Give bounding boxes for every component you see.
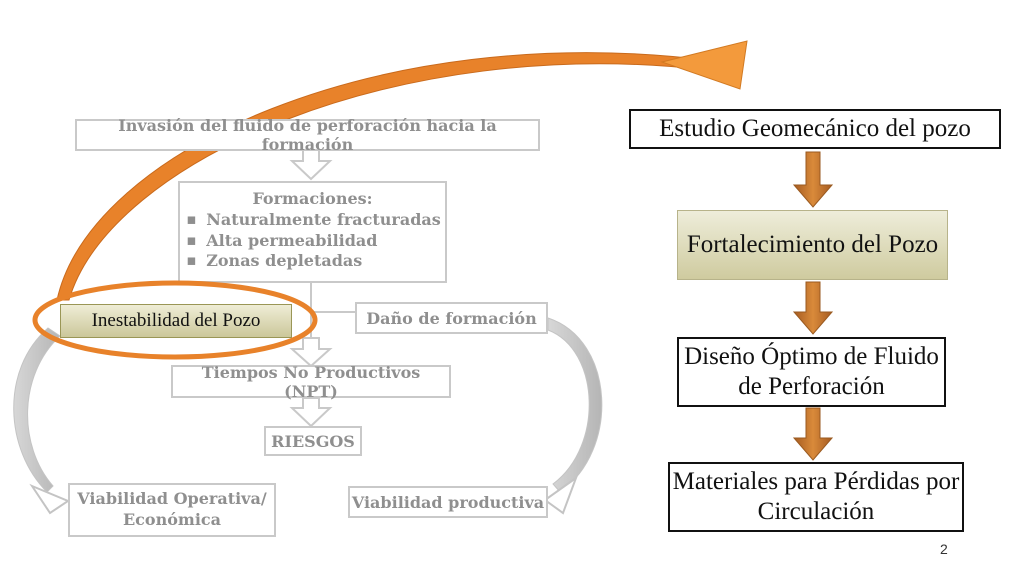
formations-item: Zonas depletadas <box>184 251 441 272</box>
instability-label: Inestabilidad del Pozo <box>91 310 261 331</box>
step-strengthening-box: Fortalecimiento del Pozo <box>677 210 948 280</box>
risks-box: RIESGOS <box>264 426 362 456</box>
formations-title: Formaciones: <box>252 189 373 208</box>
page-number: 2 <box>940 541 948 557</box>
prod-viability-box: Viabilidad productiva <box>348 486 548 518</box>
brown-down-arrow-2 <box>792 281 834 335</box>
step-strengthening-label: Fortalecimiento del Pozo <box>686 230 939 258</box>
invasion-box: Invasión del fluido de perforación hacia… <box>75 116 540 154</box>
op-viability-box: Viabilidad Operativa/ Económica <box>68 483 276 537</box>
formations-item: Alta permeabilidad <box>184 231 441 252</box>
step-materials-box: Materiales para Pérdidas por Circulación <box>668 462 964 532</box>
invasion-label: Invasión del fluido de perforación hacia… <box>118 116 497 154</box>
formations-box: Formaciones: Naturalmente fracturadas Al… <box>178 181 447 283</box>
op-viability-label: Viabilidad Operativa/ Económica <box>77 489 267 529</box>
risks-label: RIESGOS <box>271 431 355 451</box>
down-arrow-3 <box>289 397 333 428</box>
formations-item: Naturalmente fracturadas <box>184 210 441 231</box>
instability-box: Inestabilidad del Pozo <box>60 304 292 338</box>
right-gray-arrowhead <box>543 475 579 515</box>
npt-label: Tiempos No Productivos (NPT) <box>201 362 421 401</box>
left-gray-curved-arrow <box>13 327 61 493</box>
highlight-ellipse <box>32 280 318 360</box>
down-arrow-2 <box>289 337 333 368</box>
right-gray-curved-arrow <box>547 317 603 493</box>
step-geomechanical-label: Estudio Geomecánico del pozo <box>659 114 971 142</box>
damage-label: Daño de formación <box>366 308 537 328</box>
step-materials-label: Materiales para Pérdidas por Circulación <box>672 467 960 526</box>
step-geomechanical-box: Estudio Geomecánico del pozo <box>629 109 1001 149</box>
npt-box: Tiempos No Productivos (NPT) <box>171 362 451 401</box>
prod-viability-label: Viabilidad productiva <box>351 492 545 512</box>
damage-box: Daño de formación <box>355 302 548 334</box>
brown-down-arrow-1 <box>792 151 834 208</box>
brown-down-arrow-3 <box>792 407 834 461</box>
formations-list: Naturalmente fracturadas Alta permeabili… <box>184 210 441 272</box>
left-gray-arrowhead <box>29 483 71 515</box>
step-fluid-design-label: Diseño Óptimo de Fluido de Perforación <box>684 342 939 401</box>
step-fluid-design-box: Diseño Óptimo de Fluido de Perforación <box>677 337 946 407</box>
orange-arrowhead <box>660 40 748 90</box>
down-arrow-1 <box>289 149 333 181</box>
